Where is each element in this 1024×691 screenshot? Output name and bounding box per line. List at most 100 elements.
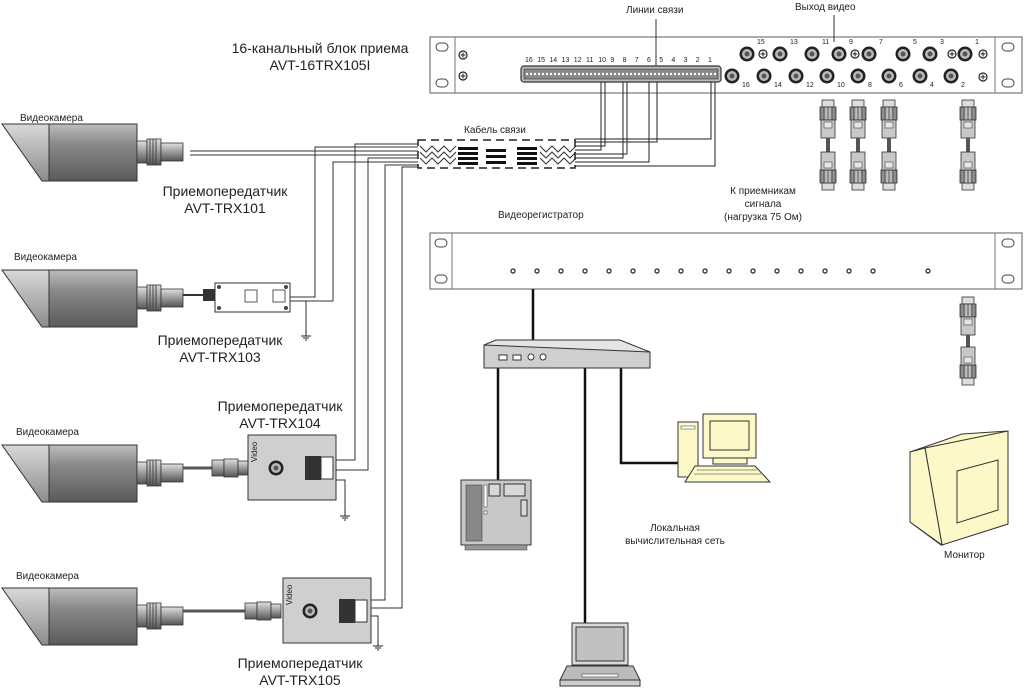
terminal-contact	[661, 72, 665, 76]
terminal-contact	[709, 72, 713, 76]
terminal-contact	[705, 72, 709, 76]
terminal-contact	[629, 72, 633, 76]
camera-3-label: Видеокамера	[16, 427, 79, 438]
terminal-contact	[677, 72, 681, 76]
bnc-socket	[819, 68, 835, 84]
terminal-contact	[605, 72, 609, 76]
trx104-line2: AVT-TRX104	[239, 415, 321, 431]
terminal-number: 15	[537, 57, 545, 64]
trx101-line2: AVT-TRX101	[184, 200, 266, 216]
dvr-input	[822, 268, 828, 274]
transceiver-trx103	[183, 282, 291, 313]
terminal-contact	[669, 72, 673, 76]
network-label-line2: вычислительная сеть	[625, 536, 725, 547]
terminal-contact	[561, 72, 565, 76]
monitor-label: Монитор	[944, 550, 985, 561]
camera-4-label: Видеокамера	[16, 571, 79, 582]
terminal-contact	[689, 72, 693, 76]
dvr-input	[654, 268, 660, 274]
trx104-line1: Приемопередатчик	[217, 398, 343, 414]
transceiver-trx103-label: Приемопередатчик AVT-TRX103	[135, 332, 305, 366]
terminal-number: 14	[549, 57, 558, 64]
terminal-contact	[701, 72, 705, 76]
terminal-contact	[545, 72, 549, 76]
terminal-contact	[557, 72, 561, 76]
camera-2	[1, 269, 184, 328]
terminal-contact	[617, 72, 621, 76]
terminal-contact	[685, 72, 689, 76]
dvr-input	[870, 268, 876, 274]
dvr-label: Видеорегистратор	[498, 210, 584, 221]
terminal-contact	[697, 72, 701, 76]
dvr-input	[582, 268, 588, 274]
terminal-contact	[541, 72, 545, 76]
terminal-contact	[597, 72, 601, 76]
network-label-line1: Локальная	[650, 523, 700, 534]
bnc-socket	[943, 68, 959, 84]
network-wires	[496, 289, 680, 630]
terminal-contact	[649, 72, 653, 76]
terminal-contact	[525, 72, 529, 76]
transceiver-trx101-label: Приемопередатчик AVT-TRX101	[140, 183, 310, 217]
dvr-input	[510, 268, 516, 274]
terminal-contact	[713, 72, 717, 76]
dvr-input	[750, 268, 756, 274]
communication-cable	[417, 139, 577, 169]
camera-wires	[190, 143, 418, 640]
terminal-contact	[529, 72, 533, 76]
bnc-socket	[724, 68, 740, 84]
dvr-input	[606, 268, 612, 274]
bnc-number: 11	[822, 39, 830, 46]
terminal-contact	[645, 72, 649, 76]
transceiver-trx104	[183, 434, 337, 501]
bnc-jumper-cables	[819, 99, 977, 386]
lines-label: Линии связи	[626, 5, 684, 16]
bnc-number: 9	[849, 39, 853, 46]
terminal-number: 1	[708, 57, 712, 64]
terminal-number: 5	[659, 57, 664, 64]
terminal-contact	[653, 72, 657, 76]
dvr-input	[798, 268, 804, 274]
server	[460, 479, 532, 551]
bnc-socket	[912, 68, 928, 84]
terminal-contact	[637, 72, 641, 76]
bnc-number: 14	[774, 82, 782, 89]
bnc-socket	[739, 46, 755, 62]
receiver-title-line2: AVT-16TRX105I	[269, 57, 371, 73]
transceiver-trx105	[183, 577, 372, 644]
terminal-number: 8	[622, 57, 627, 64]
desktop-pc	[677, 413, 772, 483]
signal-receivers-line1: К приемникам	[730, 186, 796, 197]
signal-receivers-label: К приемникам сигнала (нагрузка 75 Ом)	[715, 185, 811, 224]
terminal-contact	[625, 72, 629, 76]
receiver-block-title: 16-канальный блок приема AVT-16TRX105I	[215, 40, 425, 74]
camera-4	[1, 587, 184, 646]
terminal-number: 12	[573, 57, 582, 64]
trx105-video-label: Video	[285, 584, 294, 605]
bnc-socket	[772, 46, 788, 62]
bnc-socket	[850, 68, 866, 84]
bnc-number: 4	[930, 82, 934, 89]
terminal-number: 13	[561, 57, 570, 64]
terminal-contact	[577, 72, 581, 76]
terminal-wires	[575, 82, 716, 167]
trx103-line2: AVT-TRX103	[179, 349, 261, 365]
dvr-input	[534, 268, 540, 274]
bnc-number: 13	[790, 39, 798, 46]
camera-1-label: Видеокамера	[20, 113, 83, 124]
trx101-line1: Приемопередатчик	[162, 183, 288, 199]
terminal-number: 11	[586, 57, 594, 64]
cable-label: Кабель связи	[464, 125, 526, 136]
dvr-input	[925, 268, 931, 274]
trx105-line2: AVT-TRX105	[259, 672, 341, 688]
trx104-video-label: Video	[250, 441, 259, 462]
terminal-contact	[657, 72, 661, 76]
terminal-number: 4	[671, 57, 676, 64]
crt-monitor	[909, 430, 1009, 547]
screw-icon	[758, 49, 768, 59]
bnc-socket	[831, 46, 847, 62]
laptop	[559, 622, 641, 687]
bnc-socket	[804, 46, 820, 62]
bnc-number: 12	[806, 82, 814, 89]
